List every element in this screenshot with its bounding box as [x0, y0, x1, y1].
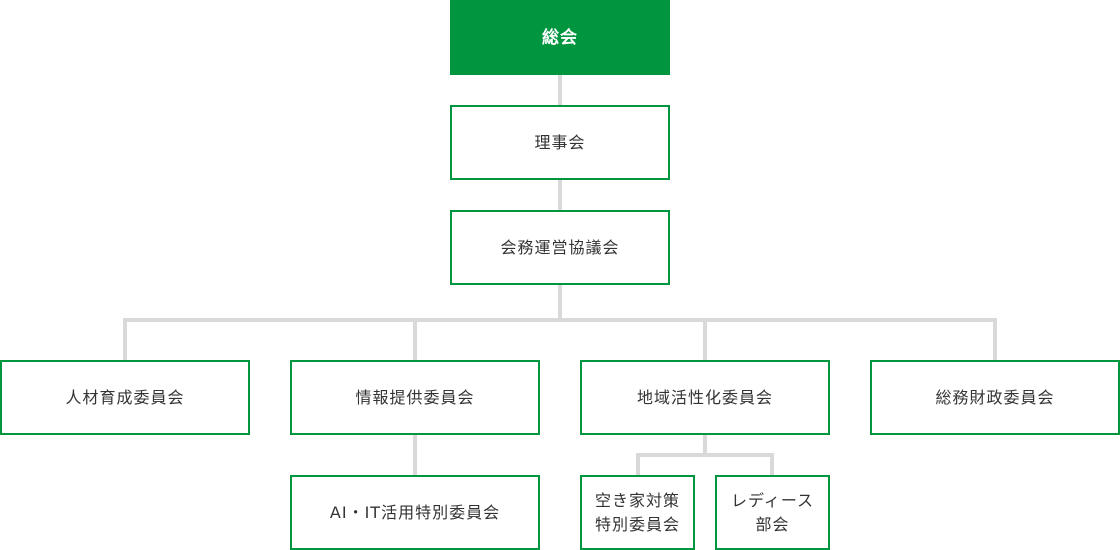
node-label: AI・IT活用特別委員会	[329, 502, 501, 522]
connector-bus-finance	[993, 318, 997, 360]
node-operations-council: 会務運営協議会	[450, 210, 670, 285]
connector-regional-sub	[703, 435, 707, 455]
node-ai-it-committee: AI・IT活用特別委員会	[290, 475, 540, 550]
node-general-meeting: 総会	[450, 0, 670, 75]
node-board: 理事会	[450, 105, 670, 180]
node-finance-committee: 総務財政委員会	[870, 360, 1120, 435]
node-regional-committee: 地域活性化委員会	[580, 360, 830, 435]
connector-bus-regional	[703, 318, 707, 360]
node-ladies-section: レディース 部会	[715, 475, 830, 550]
connector-sub-ladies	[770, 453, 774, 475]
node-label: 総会	[542, 27, 578, 48]
connector-sub-bus	[636, 453, 774, 457]
node-label: 理事会	[534, 132, 586, 152]
node-hr-committee: 人材育成委員会	[0, 360, 250, 435]
node-vacant-house-committee: 空き家対策 特別委員会	[580, 475, 695, 550]
connector-council-bus	[558, 285, 562, 320]
connector-bus-hr	[123, 318, 127, 360]
node-label: 情報提供委員会	[355, 387, 475, 407]
node-label: 空き家対策 特別委員会	[594, 490, 680, 534]
connector-info-ai	[413, 435, 417, 475]
connector-committee-bus	[123, 318, 997, 322]
connector-bus-info	[413, 318, 417, 360]
node-info-committee: 情報提供委員会	[290, 360, 540, 435]
connector-sub-vacant	[636, 453, 640, 475]
node-label: 地域活性化委員会	[636, 387, 773, 407]
node-label: 人材育成委員会	[65, 387, 185, 407]
node-label: 総務財政委員会	[935, 387, 1055, 407]
node-label: レディース 部会	[730, 490, 815, 534]
node-label: 会務運営協議会	[500, 237, 620, 257]
connector-board-council	[558, 180, 562, 210]
connector-general-board	[558, 75, 562, 105]
